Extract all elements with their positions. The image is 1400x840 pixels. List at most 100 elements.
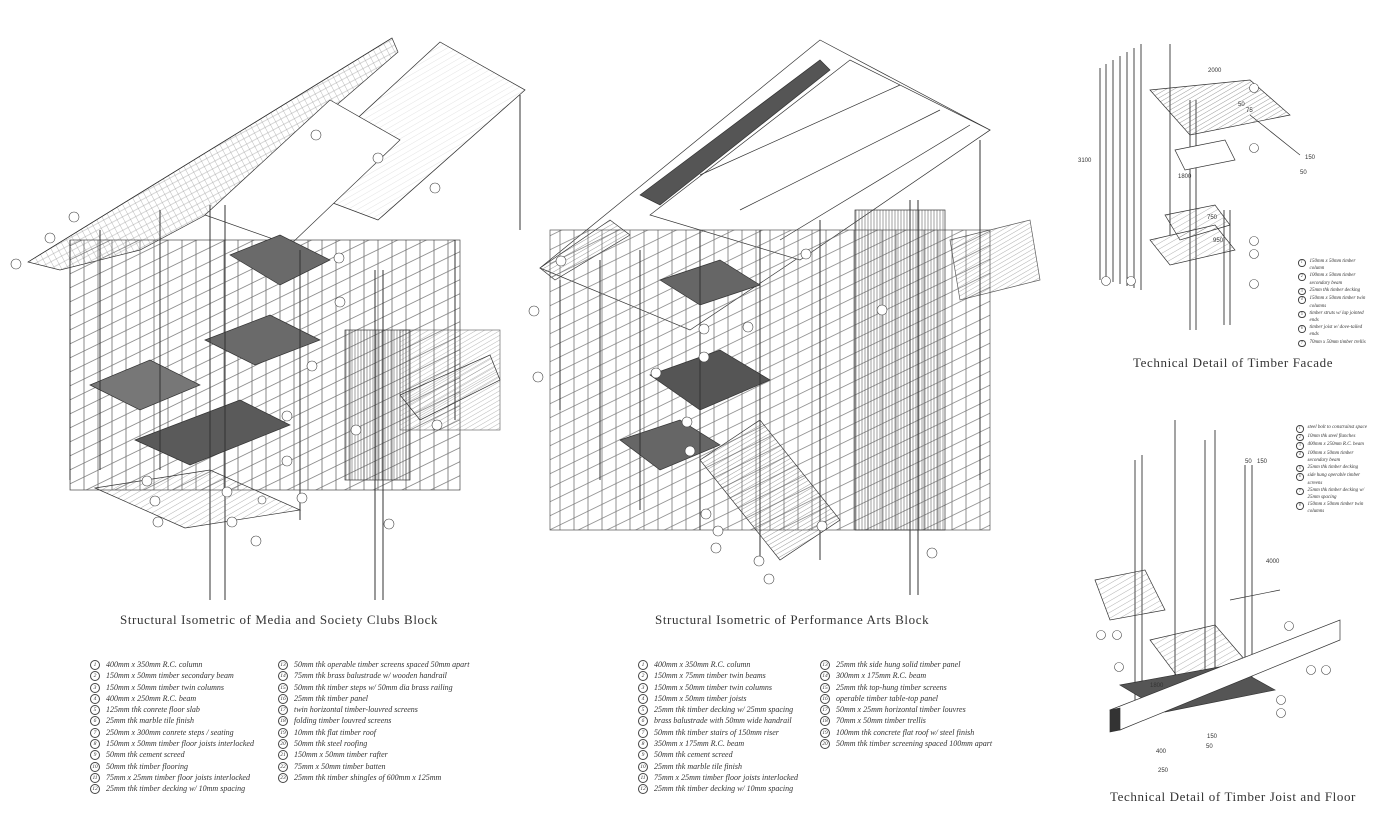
legend-number: 4	[1298, 296, 1306, 304]
legend-number: 8	[1296, 502, 1304, 510]
legend-text: 25mm thk timber decking w/ 25mm spacing	[1307, 487, 1365, 501]
dim-label: 75	[1246, 108, 1253, 114]
legend-number: 7	[1298, 339, 1306, 348]
legend-text: 25mm thk timber decking w/ 10mm spacing	[106, 784, 246, 794]
legend-text: timber struts w/ lap jointed ends	[1309, 310, 1364, 323]
legend-text: 75mm x 25mm timber floor joists interloc…	[654, 772, 798, 782]
legend-item: 6 25mm thk marble tile finish	[90, 715, 254, 727]
legend-number: 21	[278, 750, 288, 761]
legend-text: 400mm x 350mm R.C. column	[106, 660, 203, 669]
legend-text: 150mm x 50mm timber column	[1309, 259, 1356, 272]
legend-number: 5	[1298, 310, 1306, 319]
legend-number: 3	[638, 682, 648, 693]
legend-item: 15 25mm thk top-hung timber screens	[820, 682, 992, 693]
legend-text: 150mm x 75mm timber twin beams	[654, 671, 766, 681]
dim-label: 400	[1156, 749, 1167, 755]
legend-text: 50mm thk operable timber screens spaced …	[294, 660, 470, 669]
legend-text: 10mm thk flat timber roof	[294, 727, 376, 737]
timber-joist-detail	[1094, 420, 1341, 733]
legend-text: steel bolt to constrainst space	[1307, 425, 1367, 430]
dim-label: 950	[1213, 238, 1224, 244]
legend-number: 3	[1298, 287, 1306, 296]
legend-item: 9 50mm thk cement screed	[90, 749, 254, 761]
legend-number: 6	[1296, 473, 1304, 481]
dim-label: 50	[1206, 744, 1213, 750]
legend-text: 400mm x 250mm R.C. beam	[1307, 442, 1364, 447]
legend-number: 15	[820, 682, 830, 693]
legend-number: 10	[90, 761, 100, 772]
legend-number: 6	[1298, 325, 1306, 333]
legend-text: 150mm x 50mm timber joists	[654, 693, 747, 703]
legend-number: 22	[278, 761, 288, 772]
legend-media-col1: 1 400mm x 350mm R.C. column 2 150mm x 50mm …	[90, 659, 254, 795]
legend-number: 16	[820, 693, 830, 704]
legend-text: twin horizontal timber-louvred screens	[294, 705, 418, 715]
legend-number: 1	[638, 660, 648, 670]
legend-number: 20	[820, 739, 830, 750]
legend-text: 25mm thk marble tile finish	[654, 761, 742, 771]
legend-item: 10 25mm thk marble tile finish	[638, 761, 798, 772]
dim-label: 50	[1245, 459, 1252, 465]
legend-number: 8	[638, 739, 648, 750]
legend-number: 7	[638, 727, 648, 738]
legend-text: timber joist w/ dove-tailed ends	[1309, 325, 1363, 338]
legend-text: 70mm x 50mm timber trellis	[1309, 339, 1366, 345]
legend-text: 50mm thk cement screed	[106, 750, 185, 760]
legend-number: 6	[638, 716, 648, 727]
dim-label: 50	[1238, 102, 1245, 108]
legend-item: 3 150mm x 50mm timber twin columns	[638, 682, 798, 693]
legend-text: 10mm thk steel flanches	[1307, 433, 1356, 439]
legend-text: 25mm thk timber decking w/ 10mm spacing	[654, 784, 794, 794]
dim-label: 2000	[1208, 68, 1222, 74]
legend-text: 25mm thk timber decking	[1309, 287, 1361, 293]
legend-number: 5	[1296, 464, 1304, 473]
legend-number: 6	[90, 716, 100, 727]
legend-text: 150mm x 50mm timber twin columns	[654, 682, 772, 692]
legend-number: 2	[90, 671, 100, 682]
legend-number: 13	[278, 660, 288, 670]
legend-number: 14	[278, 671, 288, 682]
legend-number: 9	[638, 750, 648, 761]
dim-label: 150	[1305, 155, 1316, 161]
legend-number: 7	[1296, 487, 1304, 496]
legend-text: 25mm thk marble tile finish	[106, 716, 194, 726]
legend-number: 1	[90, 660, 100, 670]
legend-number: 8	[90, 739, 100, 750]
legend-number: 18	[820, 716, 830, 727]
legend-number: 9	[90, 750, 100, 761]
legend-number: 10	[638, 761, 648, 772]
legend-text: 75mm x 25mm timber floor joists interloc…	[106, 772, 250, 782]
legend-text: 150mm x 50mm timber secondary beam	[106, 671, 234, 681]
legend-text: 25mm thk timber decking	[1307, 464, 1359, 470]
legend-item: 2 150mm x 50mm timber secondary beam	[90, 670, 254, 682]
legend-text: 25mm thk top-hung timber screens	[836, 682, 947, 692]
legend-text: 25mm thk timber shingles of 600mm x 125m…	[294, 772, 442, 782]
legend-text: 50mm thk cement screed	[654, 750, 733, 760]
legend-text: 75mm thk brass balustrade w/ wooden hand…	[294, 671, 447, 681]
dim-label: 4000	[1266, 559, 1280, 565]
legend-number: 3	[90, 682, 100, 693]
legend-text: 125mm thk conrete floor slab	[106, 705, 200, 715]
